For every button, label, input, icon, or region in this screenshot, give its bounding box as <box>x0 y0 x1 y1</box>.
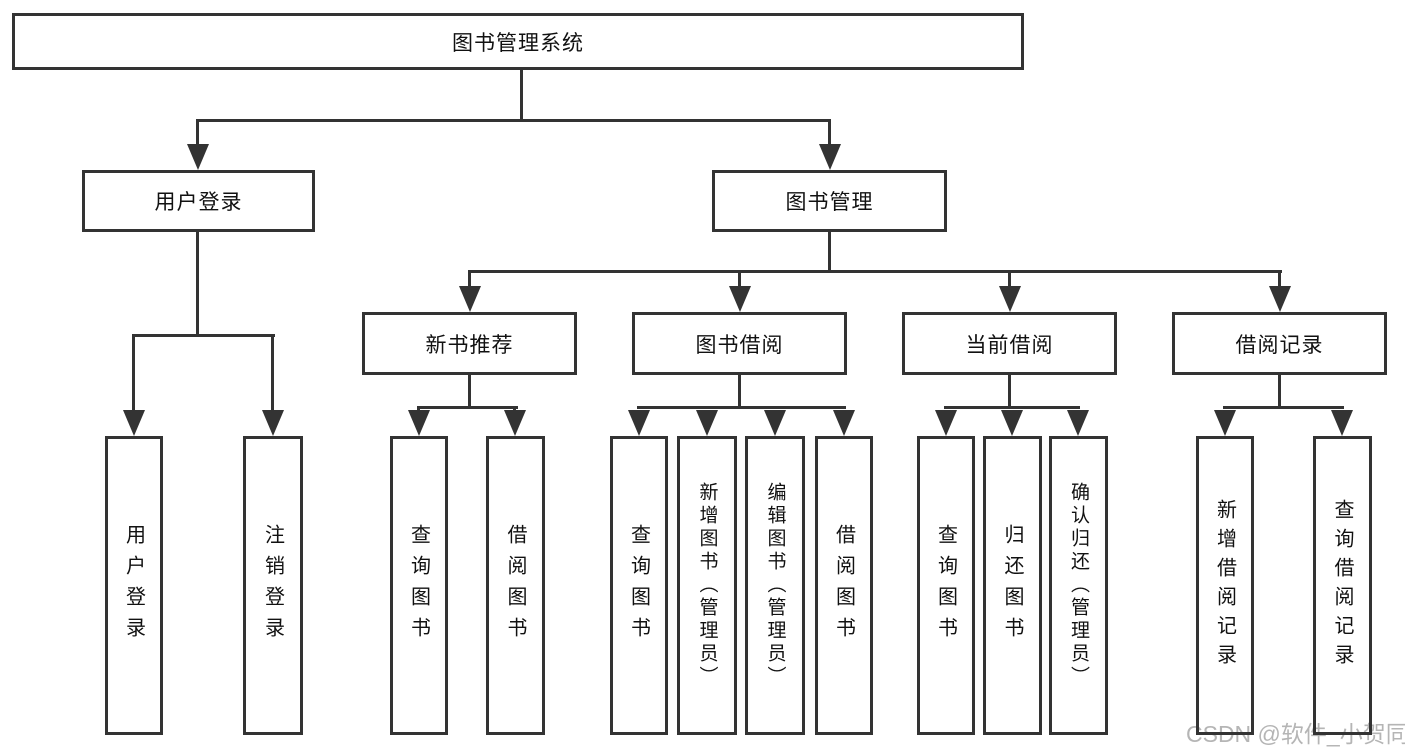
leaf-logout-label: 注销登录 <box>261 523 284 648</box>
connector-line <box>196 119 831 122</box>
arrow-down-icon <box>628 410 650 436</box>
leaf-br-query-record-label: 查询借阅记录 <box>1331 498 1353 673</box>
leaf-cb-query-books-label: 查询图书 <box>934 523 957 648</box>
connector-line <box>196 232 199 337</box>
node-library-system-label: 图书管理系统 <box>452 31 584 55</box>
connector-line <box>738 375 741 409</box>
arrow-down-icon <box>123 410 145 436</box>
node-current-borrowing-label: 当前借阅 <box>965 333 1054 357</box>
connector-line <box>738 270 741 286</box>
connector-line <box>944 406 1080 409</box>
connector-line <box>468 270 471 286</box>
leaf-cb-query-books: 查询图书 <box>917 436 975 735</box>
connector-line <box>468 375 471 409</box>
connector-line <box>132 334 135 410</box>
leaf-bb-query-books: 查询图书 <box>610 436 668 735</box>
connector-line <box>417 406 420 413</box>
node-new-book-recommendation: 新书推荐 <box>362 312 577 375</box>
connector-line <box>132 334 275 337</box>
arrow-down-icon <box>1331 410 1353 436</box>
node-book-management: 图书管理 <box>712 170 947 232</box>
arrow-down-icon <box>729 286 751 312</box>
leaf-bb-add-books-admin: 新增图书（管理员） <box>677 436 737 735</box>
leaf-user-login-label: 用户登录 <box>122 523 145 648</box>
leaf-bb-query-books-label: 查询图书 <box>627 523 650 648</box>
arrow-down-icon <box>187 144 209 170</box>
leaf-nb-borrow-books: 借阅图书 <box>486 436 545 735</box>
node-book-management-label: 图书管理 <box>785 191 874 214</box>
watermark: CSDN @软件_小贺同学 <box>1186 721 1405 747</box>
node-borrowing-records-label: 借阅记录 <box>1235 333 1324 357</box>
leaf-cb-return-books-label: 归还图书 <box>1001 523 1023 648</box>
arrow-down-icon <box>262 410 284 436</box>
arrow-down-icon <box>999 286 1021 312</box>
arrow-down-icon <box>819 144 841 170</box>
leaf-nb-query-books-label: 查询图书 <box>407 523 430 648</box>
arrow-down-icon <box>459 286 481 312</box>
leaf-cb-confirm-return-admin: 确认归还（管理员） <box>1049 436 1108 735</box>
connector-line <box>520 70 523 121</box>
arrow-down-icon <box>696 410 718 436</box>
arrow-down-icon <box>764 410 786 436</box>
node-user-login: 用户登录 <box>82 170 315 232</box>
arrow-down-icon <box>1067 410 1089 436</box>
arrow-down-icon <box>1214 410 1236 436</box>
connector-line <box>828 232 831 273</box>
connector-line <box>513 406 516 413</box>
leaf-bb-borrow-books: 借阅图书 <box>815 436 873 735</box>
connector-line <box>1008 270 1011 286</box>
leaf-bb-add-books-admin-label: 新增图书（管理员） <box>696 482 718 689</box>
leaf-br-add-record-label: 新增借阅记录 <box>1213 498 1236 673</box>
leaf-nb-borrow-books-label: 借阅图书 <box>504 523 526 648</box>
arrow-down-icon <box>1001 410 1023 436</box>
leaf-nb-query-books: 查询图书 <box>390 436 448 735</box>
leaf-bb-edit-books-admin-label: 编辑图书（管理员） <box>764 482 786 689</box>
connector-line <box>1223 406 1344 409</box>
arrow-down-icon <box>1269 286 1291 312</box>
connector-line <box>468 270 1282 273</box>
arrow-down-icon <box>504 410 526 436</box>
connector-line <box>417 406 518 409</box>
leaf-user-login: 用户登录 <box>105 436 163 735</box>
connector-line <box>1008 375 1011 409</box>
node-book-borrowing-label: 图书借阅 <box>695 333 784 357</box>
leaf-cb-return-books: 归还图书 <box>983 436 1042 735</box>
arrow-down-icon <box>935 410 957 436</box>
connector-line <box>196 119 199 144</box>
connector-line <box>1278 375 1281 409</box>
leaf-br-query-record: 查询借阅记录 <box>1313 436 1372 735</box>
node-new-book-recommendation-label: 新书推荐 <box>425 333 514 357</box>
leaf-logout: 注销登录 <box>243 436 303 735</box>
node-book-borrowing: 图书借阅 <box>632 312 847 375</box>
node-borrowing-records: 借阅记录 <box>1172 312 1387 375</box>
leaf-cb-confirm-return-admin-label: 确认归还（管理员） <box>1068 482 1089 689</box>
node-library-system: 图书管理系统 <box>12 13 1024 70</box>
connector-line <box>1278 270 1281 286</box>
arrow-down-icon <box>408 410 430 436</box>
connector-line <box>271 334 274 410</box>
leaf-bb-edit-books-admin: 编辑图书（管理员） <box>745 436 805 735</box>
node-user-login-label: 用户登录 <box>154 191 243 214</box>
connector-line <box>637 406 846 409</box>
leaf-br-add-record: 新增借阅记录 <box>1196 436 1254 735</box>
leaf-bb-borrow-books-label: 借阅图书 <box>832 523 855 648</box>
arrow-down-icon <box>833 410 855 436</box>
node-current-borrowing: 当前借阅 <box>902 312 1117 375</box>
connector-line <box>828 119 831 144</box>
